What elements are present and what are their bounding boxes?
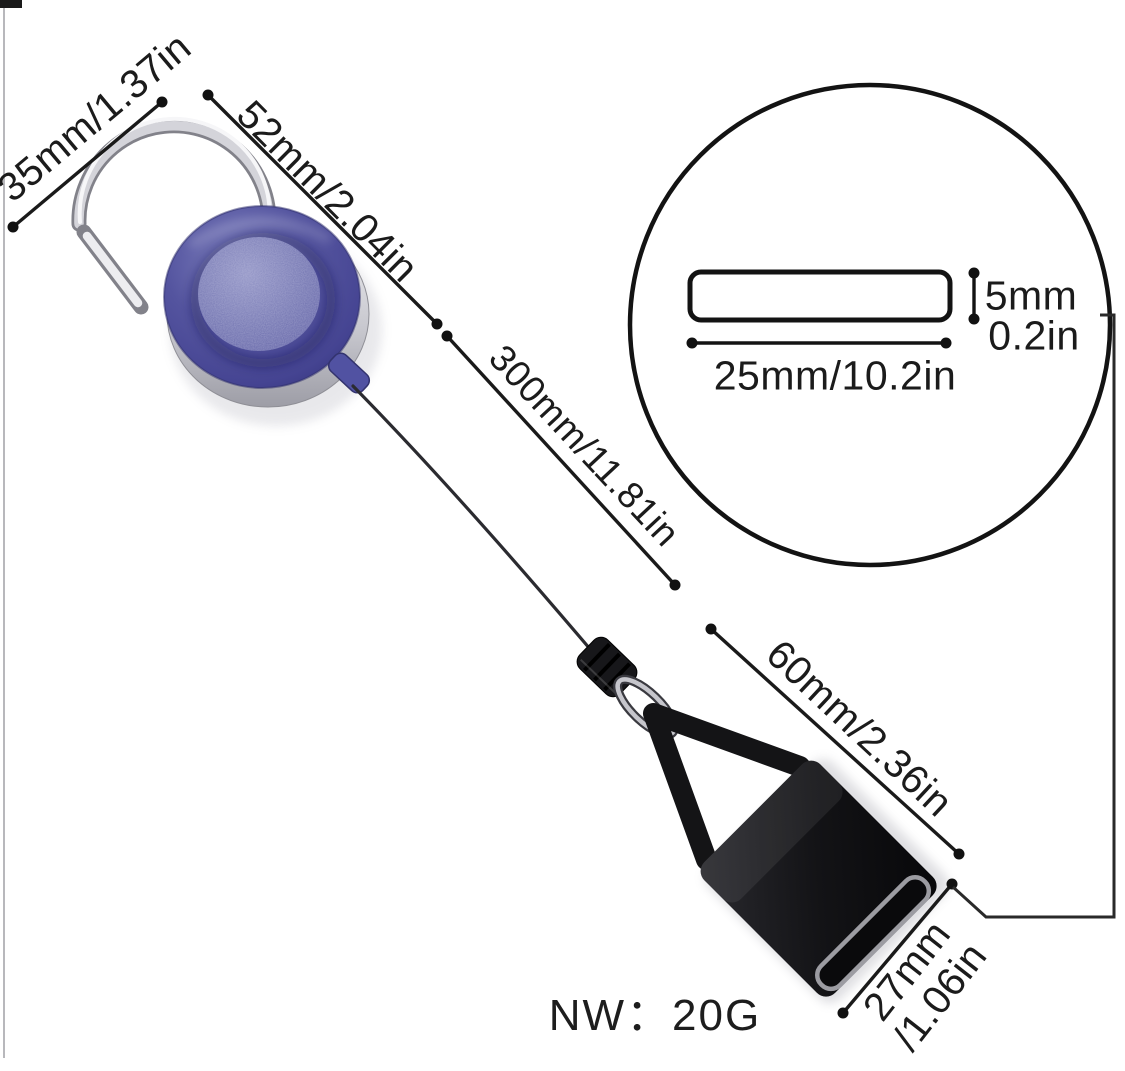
dimension-line-slot-width	[686, 337, 952, 349]
inset-circle	[627, 82, 1113, 568]
cross-section-inset	[627, 82, 1113, 568]
dimension-line-carabiner-width	[7, 96, 168, 233]
inset-label-slot-width: 25mm/10.2in	[713, 352, 957, 399]
dimension-line-reel-diameter	[202, 89, 443, 330]
dimension-line-holder-length	[705, 623, 965, 860]
corner-mark	[0, 0, 22, 8]
retractable-cord	[351, 384, 592, 651]
slot-cross-section	[687, 269, 953, 323]
sleeve-opening	[815, 875, 932, 992]
badge-reel-icon	[163, 205, 382, 426]
cord-outlet-nub	[327, 352, 371, 394]
inset-label-slot-height-mm: 5mm	[984, 272, 1078, 319]
dimension-line-slot-height	[968, 267, 980, 325]
inset-leader-line	[951, 313, 1116, 919]
inset-label-slot-height-in: 0.2in	[988, 312, 1080, 359]
metal-ring-icon	[613, 674, 679, 740]
lighter-holder-sleeve	[642, 702, 949, 1004]
net-weight-label: NW：20G	[548, 991, 762, 1040]
dimension-line-cord-length	[441, 330, 681, 591]
